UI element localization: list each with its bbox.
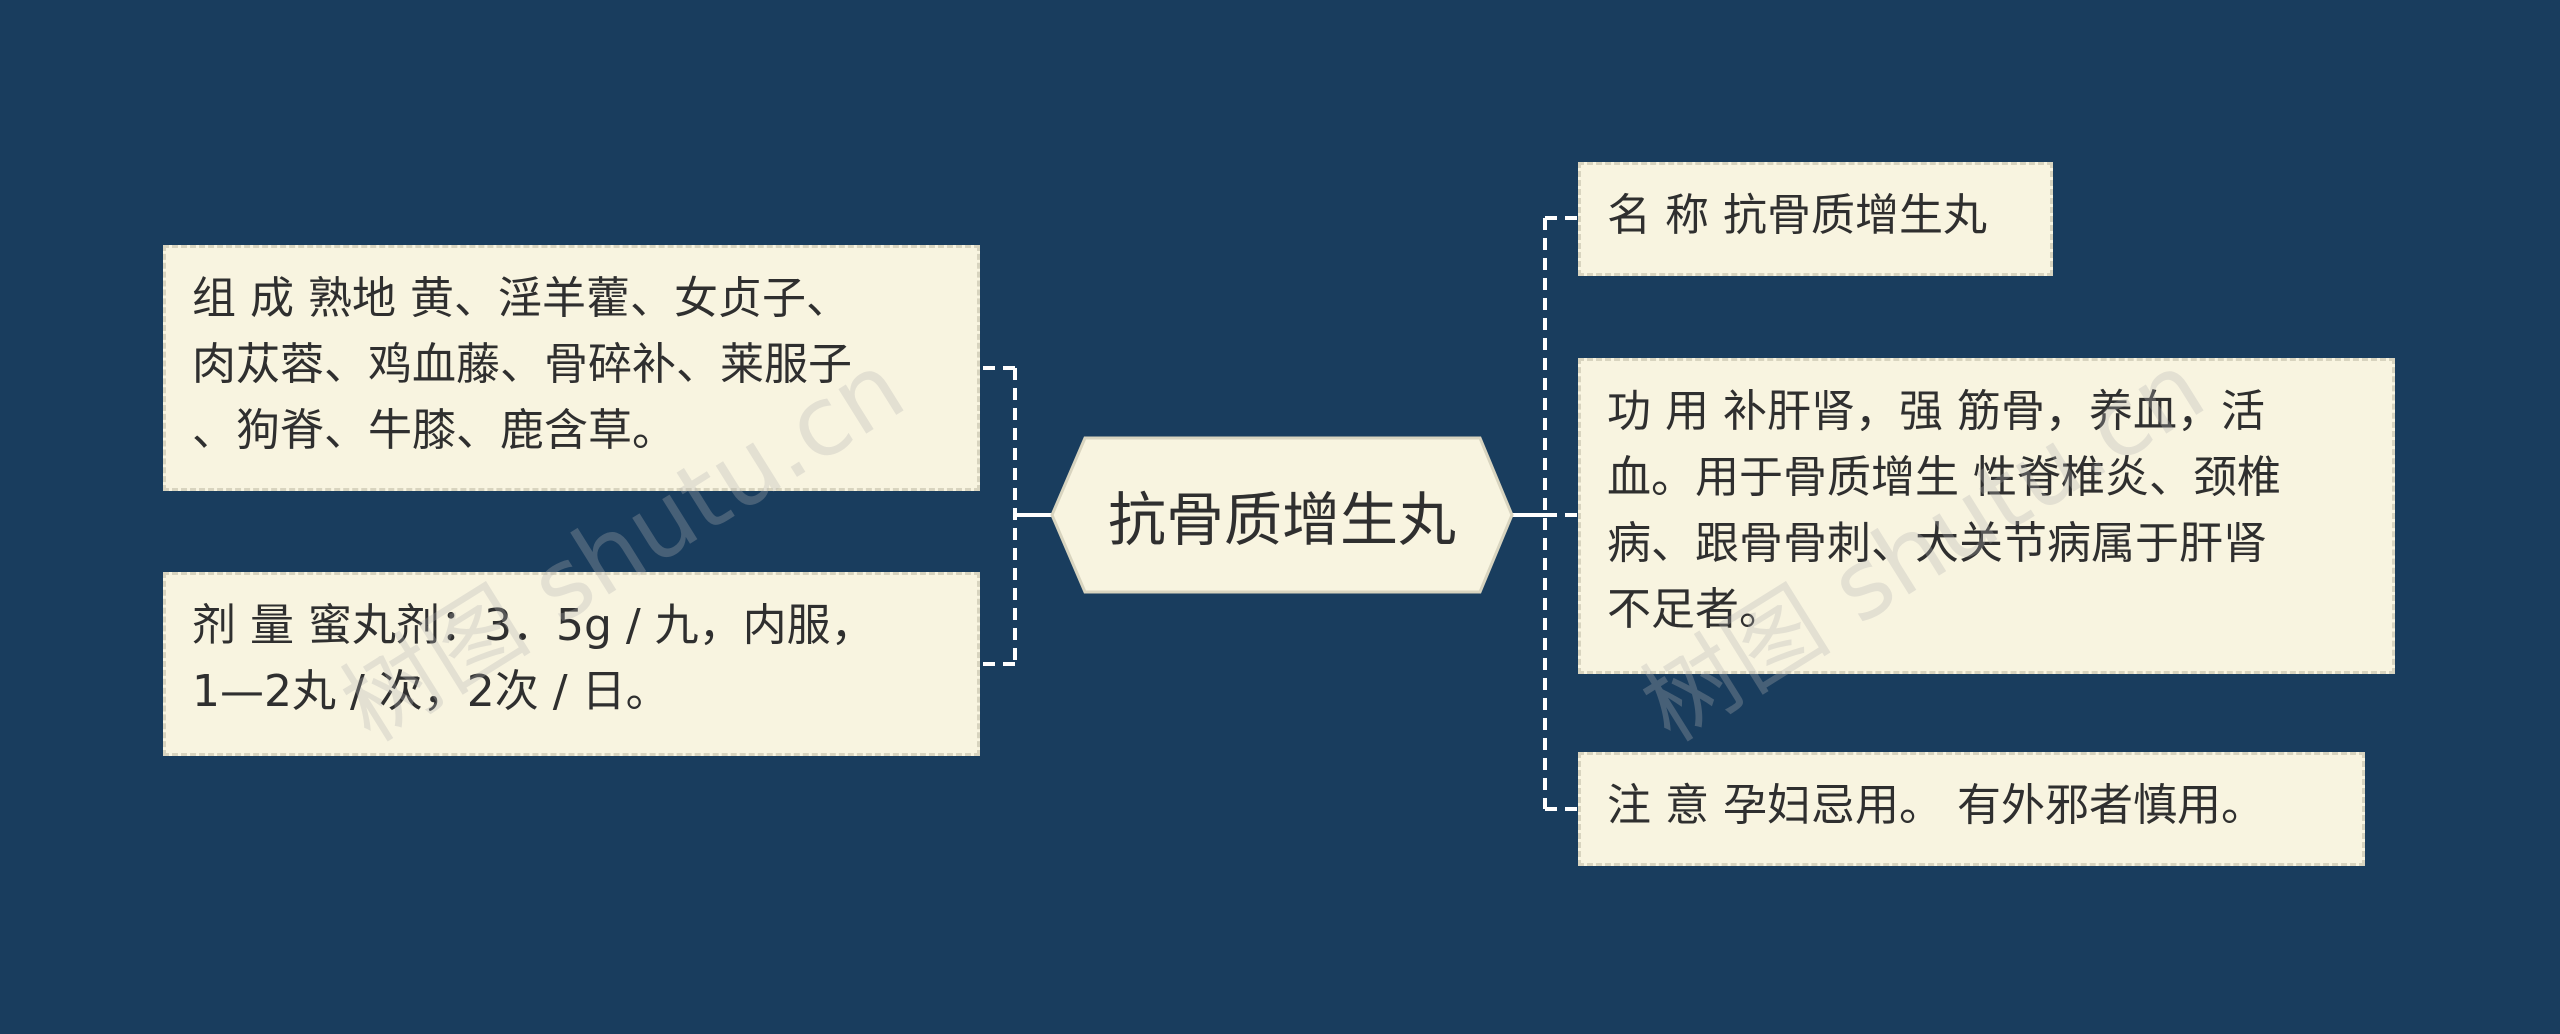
left-node-composition[interactable]: 组 成 熟地 黄、淫羊藿、女贞子、 肉苁蓉、鸡血藤、骨碎补、莱服子 、狗脊、牛膝… [163,245,980,491]
right-node-caution[interactable]: 注 意 孕妇忌用。 有外邪者慎用。 [1578,752,2365,866]
left-node-dosage[interactable]: 剂 量 蜜丸剂：3．5g / 九，内服， 1—2丸 / 次，2次 / 日。 [163,572,980,756]
root-node-label[interactable]: 抗骨质增生丸 [1107,486,1456,554]
right-node-function[interactable]: 功 用 补肝肾，强 筋骨，养血，活 血。用于骨质增生 性脊椎炎、颈椎 病、跟骨骨… [1578,358,2395,674]
right-node-name[interactable]: 名 称 抗骨质增生丸 [1578,162,2053,276]
